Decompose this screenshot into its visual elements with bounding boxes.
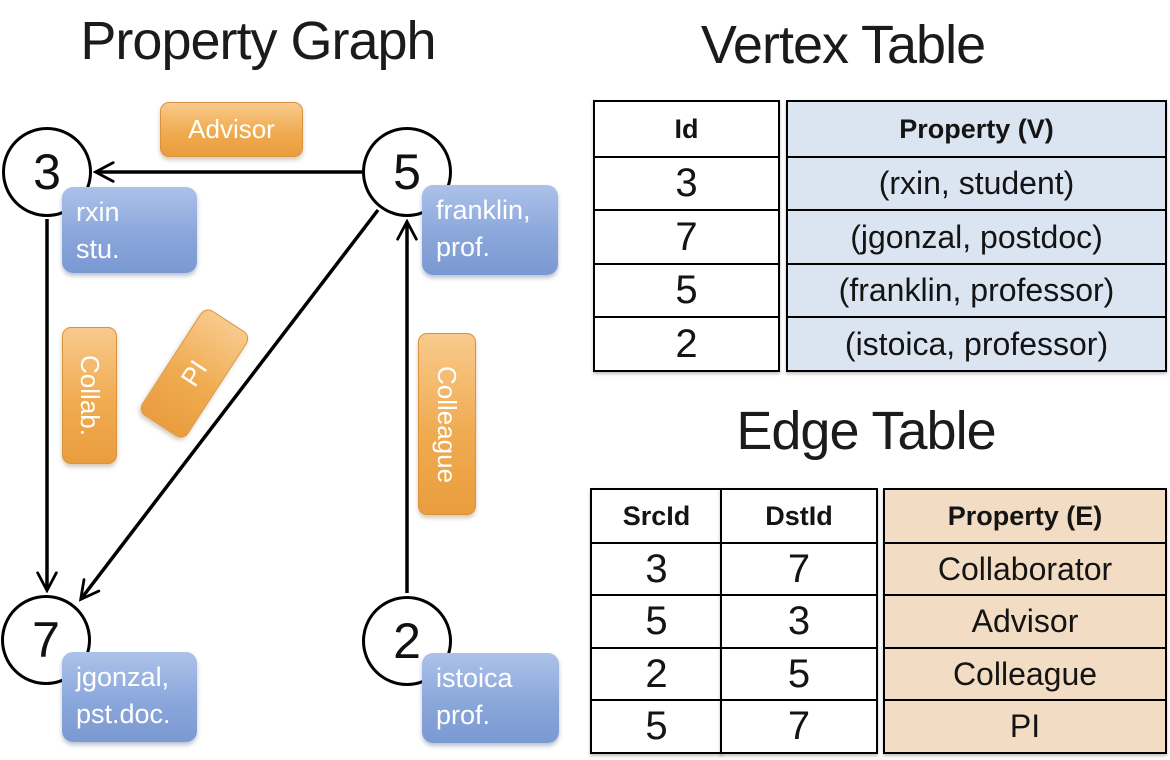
edge-dstid-cell: 7	[720, 541, 878, 597]
vertex-property-box-3-line2: stu.	[76, 234, 120, 265]
vertex-property-box-7-line1: jgonzal,	[76, 662, 170, 692]
edge-table-property-header: Property (E)	[883, 488, 1167, 544]
edge-label-colleague-text: Colleague	[432, 365, 463, 483]
vertex-property-box-5-line2: prof.	[436, 232, 491, 263]
edge-table-srcid-column: SrcId 3 5 2 5	[590, 488, 723, 754]
edge-arrow-5-to-7	[81, 208, 380, 599]
edge-label-pi-text: PI	[174, 354, 214, 392]
vertex-property-cell: (rxin, student)	[786, 155, 1167, 212]
vertex-property-box-2-line2: prof.	[436, 700, 491, 731]
vertex-id-cell: 3	[593, 155, 780, 212]
edge-table-srcid-header: SrcId	[590, 488, 723, 544]
edge-table-dstid-header: DstId	[720, 488, 878, 544]
vertex-property-cell: (jgonzal, postdoc)	[786, 209, 1167, 265]
vertex-property-box-3: rxin stu.	[62, 187, 197, 273]
vertex-property-cell: (istoica, professor)	[786, 316, 1167, 372]
edge-property-cell: Colleague	[883, 646, 1167, 702]
node-2-id: 2	[393, 613, 421, 669]
graph-node-5: 5	[362, 127, 452, 217]
vertex-id-cell: 2	[593, 316, 780, 372]
edge-srcid-cell: 5	[590, 699, 723, 754]
edge-label-collab: Collab.	[62, 327, 117, 464]
vertex-property-box-7: jgonzal, pst.doc.	[62, 652, 197, 742]
graph-title: Property Graph	[80, 11, 436, 71]
edge-property-cell: PI	[883, 699, 1167, 754]
edge-srcid-cell: 5	[590, 594, 723, 649]
edge-label-colleague: Colleague	[418, 333, 476, 515]
vertex-property-box-7-line2: pst.doc.	[76, 699, 171, 730]
edge-table-property-column: Property (E) Collaborator Advisor Collea…	[883, 488, 1167, 754]
graph-node-3: 3	[2, 127, 92, 217]
vertex-table-id-column: Id 3 7 5 2	[593, 100, 780, 372]
vertex-property-cell: (franklin, professor)	[786, 262, 1167, 319]
edge-srcid-cell: 2	[590, 646, 723, 702]
vertex-table-id-header: Id	[593, 100, 780, 158]
vertex-property-box-5-line1: franklin,	[436, 195, 531, 225]
node-3-id: 3	[33, 144, 61, 200]
edge-label-advisor-text: Advisor	[188, 114, 275, 144]
node-7-id: 7	[32, 612, 60, 668]
vertex-id-cell: 5	[593, 262, 780, 319]
vertex-table-title: Vertex Table	[700, 15, 986, 75]
vertex-id-cell: 7	[593, 209, 780, 265]
vertex-table-property-header: Property (V)	[786, 100, 1167, 158]
edge-table-title: Edge Table	[736, 401, 996, 461]
edge-property-cell: Advisor	[883, 594, 1167, 649]
edge-dstid-cell: 5	[720, 646, 878, 702]
vertex-property-box-2: istoica prof.	[422, 653, 559, 743]
graph-edges-layer	[0, 0, 580, 760]
edge-label-advisor: Advisor	[160, 102, 303, 157]
node-5-id: 5	[393, 144, 421, 200]
vertex-property-box-2-line1: istoica	[436, 663, 513, 693]
vertex-table-property-column: Property (V) (rxin, student) (jgonzal, p…	[786, 100, 1167, 372]
edge-dstid-cell: 7	[720, 699, 878, 754]
edge-property-cell: Collaborator	[883, 541, 1167, 597]
edge-dstid-cell: 3	[720, 594, 878, 649]
edge-table-dstid-column: DstId 7 3 5 7	[720, 488, 878, 754]
edge-label-collab-text: Collab.	[75, 355, 105, 436]
edge-srcid-cell: 3	[590, 541, 723, 597]
vertex-property-box-5: franklin, prof.	[422, 185, 558, 275]
vertex-property-box-3-line1: rxin	[76, 197, 120, 227]
